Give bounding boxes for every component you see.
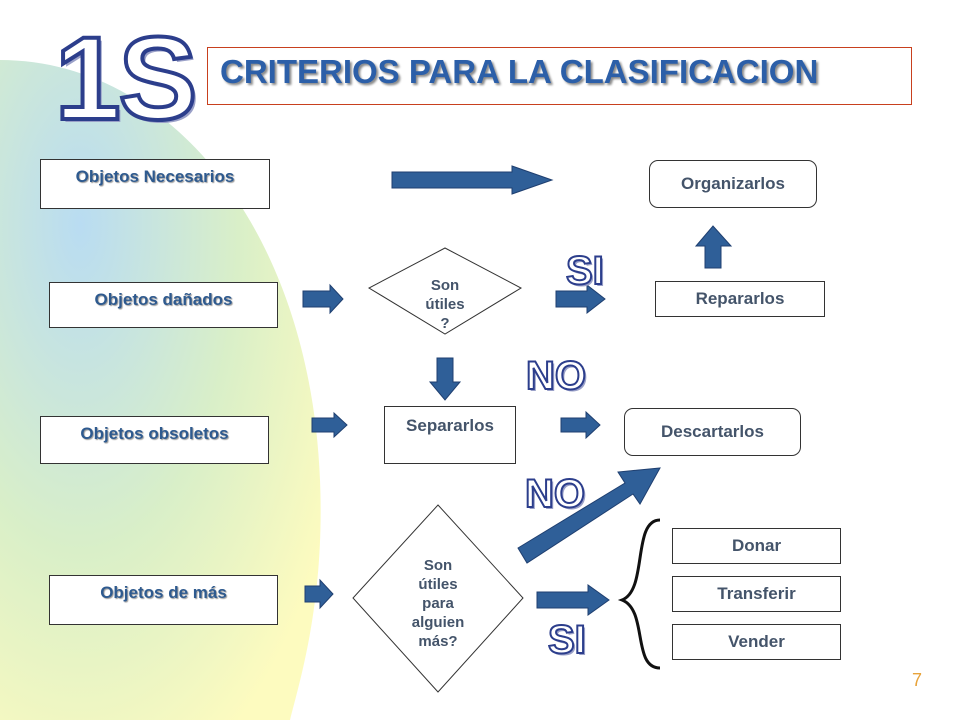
category-label-de-mas: Objetos de más <box>100 583 227 602</box>
page-number: 7 <box>912 670 923 690</box>
arrow-decision-down-to-separar <box>428 357 462 401</box>
decision-diamond-utiles-alguien <box>352 504 524 693</box>
decision-line: ? <box>440 315 450 332</box>
category-label-obsoletos: Objetos obsoletos <box>80 424 229 443</box>
action-label-organizarlos: Organizarlos <box>681 174 785 193</box>
action-box-separarlos: Separarlos <box>384 406 516 464</box>
answer-si-top: SI <box>565 249 605 293</box>
decision-line: útiles <box>425 296 465 313</box>
brace <box>617 518 661 670</box>
arrow-decision-up-to-descartar <box>517 467 661 564</box>
action-label-transferir: Transferir <box>717 584 796 603</box>
action-box-donar: Donar <box>672 528 841 564</box>
action-box-organizarlos: Organizarlos <box>649 160 817 208</box>
category-box-de-mas: Objetos de más <box>49 575 278 625</box>
decision-diamond-utiles <box>367 247 523 335</box>
answer-no-mid: NO <box>525 354 587 398</box>
arrow-separar-to-descartar <box>560 410 601 440</box>
category-box-obsoletos: Objetos obsoletos <box>40 416 269 464</box>
arrow-reparar-up-to-organizar <box>694 225 733 269</box>
action-box-vender: Vender <box>672 624 841 660</box>
arrow-necesarios-to-organizar <box>391 165 554 195</box>
action-box-descartarlos: Descartarlos <box>624 408 801 456</box>
action-label-vender: Vender <box>728 632 785 651</box>
action-label-donar: Donar <box>731 536 782 555</box>
arrow-decision-to-options <box>536 584 610 616</box>
title-frame <box>207 47 912 105</box>
page-title: CRITERIOS PARA LA CLASIFICACION <box>220 53 819 90</box>
category-label-danados: Objetos dañados <box>94 290 233 309</box>
badge-1s: 1S <box>53 13 199 145</box>
action-label-separarlos: Separarlos <box>406 416 494 435</box>
decision-line: Son <box>423 557 453 574</box>
decision-line: más? <box>418 633 458 650</box>
action-label-repararlos: Repararlos <box>695 289 785 308</box>
action-box-transferir: Transferir <box>672 576 841 612</box>
decision-text-utiles: Son útiles ? <box>405 276 485 333</box>
action-label-descartarlos: Descartarlos <box>660 422 764 441</box>
decision-line: para <box>422 595 454 612</box>
arrow-decision-to-reparar <box>555 283 606 315</box>
action-box-repararlos: Repararlos <box>655 281 825 317</box>
arrow-danados-to-decision <box>302 283 344 315</box>
background-blob <box>0 60 321 720</box>
category-box-necesarios: Objetos Necesarios <box>40 159 270 209</box>
decision-line: alguien <box>411 614 465 631</box>
answer-si-bottom: SI <box>547 618 587 662</box>
arrow-demas-to-decision <box>304 578 334 610</box>
arrow-obsoletos-to-separar <box>311 411 348 439</box>
decision-line: útiles <box>418 576 458 593</box>
decision-line: Son <box>430 277 460 294</box>
decision-text-utiles-alguien: Son útiles para alguien más? <box>398 556 478 651</box>
answer-no-lower: NO <box>524 472 586 516</box>
category-label-necesarios: Objetos Necesarios <box>75 167 235 186</box>
category-box-danados: Objetos dañados <box>49 282 278 328</box>
